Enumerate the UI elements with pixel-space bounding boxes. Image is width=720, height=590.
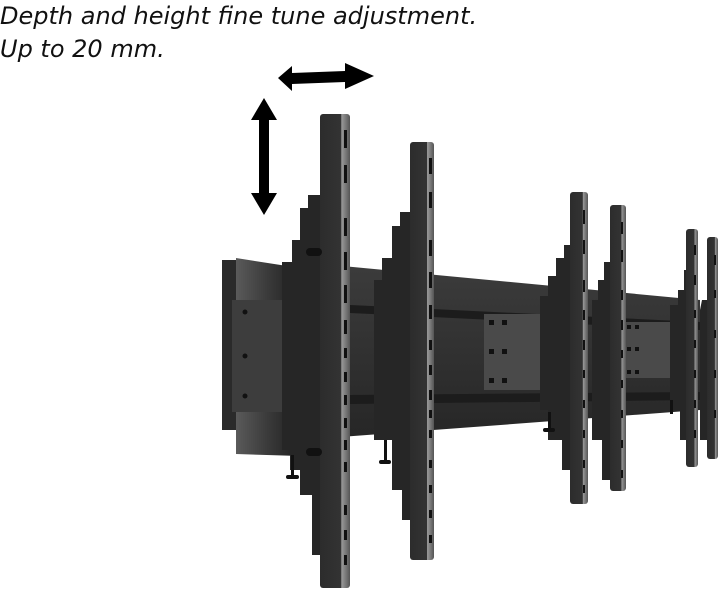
- vertical-arm-3: [540, 192, 588, 504]
- horizontal-rail: [300, 262, 700, 440]
- vertical-arm-6: [700, 237, 718, 459]
- caption: Depth and height fine tune adjustment. U…: [0, 0, 477, 66]
- double-arrow-vertical-icon: [251, 98, 277, 215]
- vertical-arm-1: [282, 114, 350, 588]
- caption-line-2: Up to 20 mm.: [0, 35, 165, 63]
- vertical-arm-4: [592, 205, 626, 491]
- vertical-arm-2: [374, 142, 434, 560]
- vertical-arm-5: [670, 229, 698, 467]
- double-arrow-horizontal-icon: [278, 63, 374, 91]
- caption-line-1: Depth and height fine tune adjustment.: [0, 2, 478, 30]
